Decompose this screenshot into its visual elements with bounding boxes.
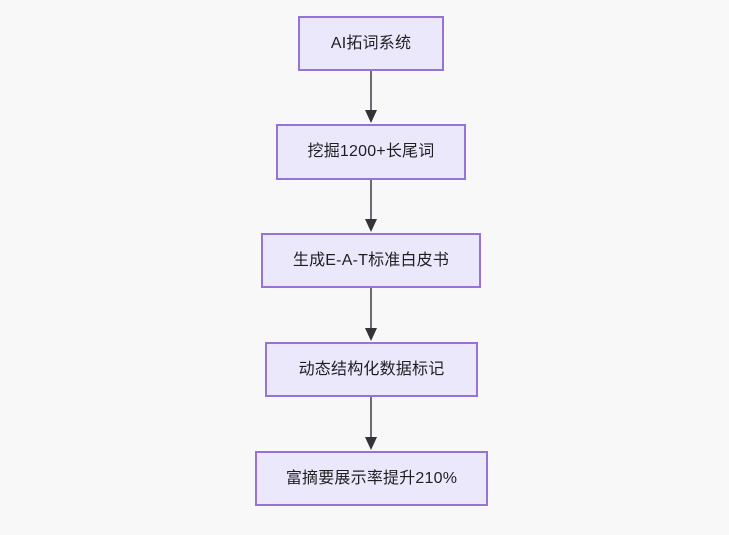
arrowhead-icon	[365, 219, 377, 232]
edge-n1-n2	[365, 71, 377, 123]
node-label: 动态结构化数据标记	[298, 360, 445, 378]
flowchart-node-mine-longtail-keywords[interactable]: 挖掘1200+长尾词	[276, 124, 466, 180]
flowchart-node-rich-snippet-impression-lift[interactable]: 富摘要展示率提升210%	[255, 451, 488, 506]
node-label: 富摘要展示率提升210%	[285, 469, 458, 487]
node-label: 挖掘1200+长尾词	[307, 143, 435, 161]
arrowhead-icon	[365, 110, 377, 123]
arrowhead-icon	[365, 437, 377, 450]
node-label: 生成E-A-T标准白皮书	[292, 251, 450, 269]
edge-n2-n3	[365, 180, 377, 232]
flowchart-node-generate-eat-whitepaper[interactable]: 生成E-A-T标准白皮书	[261, 233, 481, 288]
flowchart-node-dynamic-structured-data-markup[interactable]: 动态结构化数据标记	[265, 342, 478, 397]
flowchart-node-ai-keyword-system[interactable]: AI拓词系统	[298, 16, 444, 71]
edge-n4-n5	[365, 397, 377, 450]
arrowhead-icon	[365, 328, 377, 341]
edge-n3-n4	[365, 288, 377, 341]
node-label: AI拓词系统	[330, 34, 412, 52]
